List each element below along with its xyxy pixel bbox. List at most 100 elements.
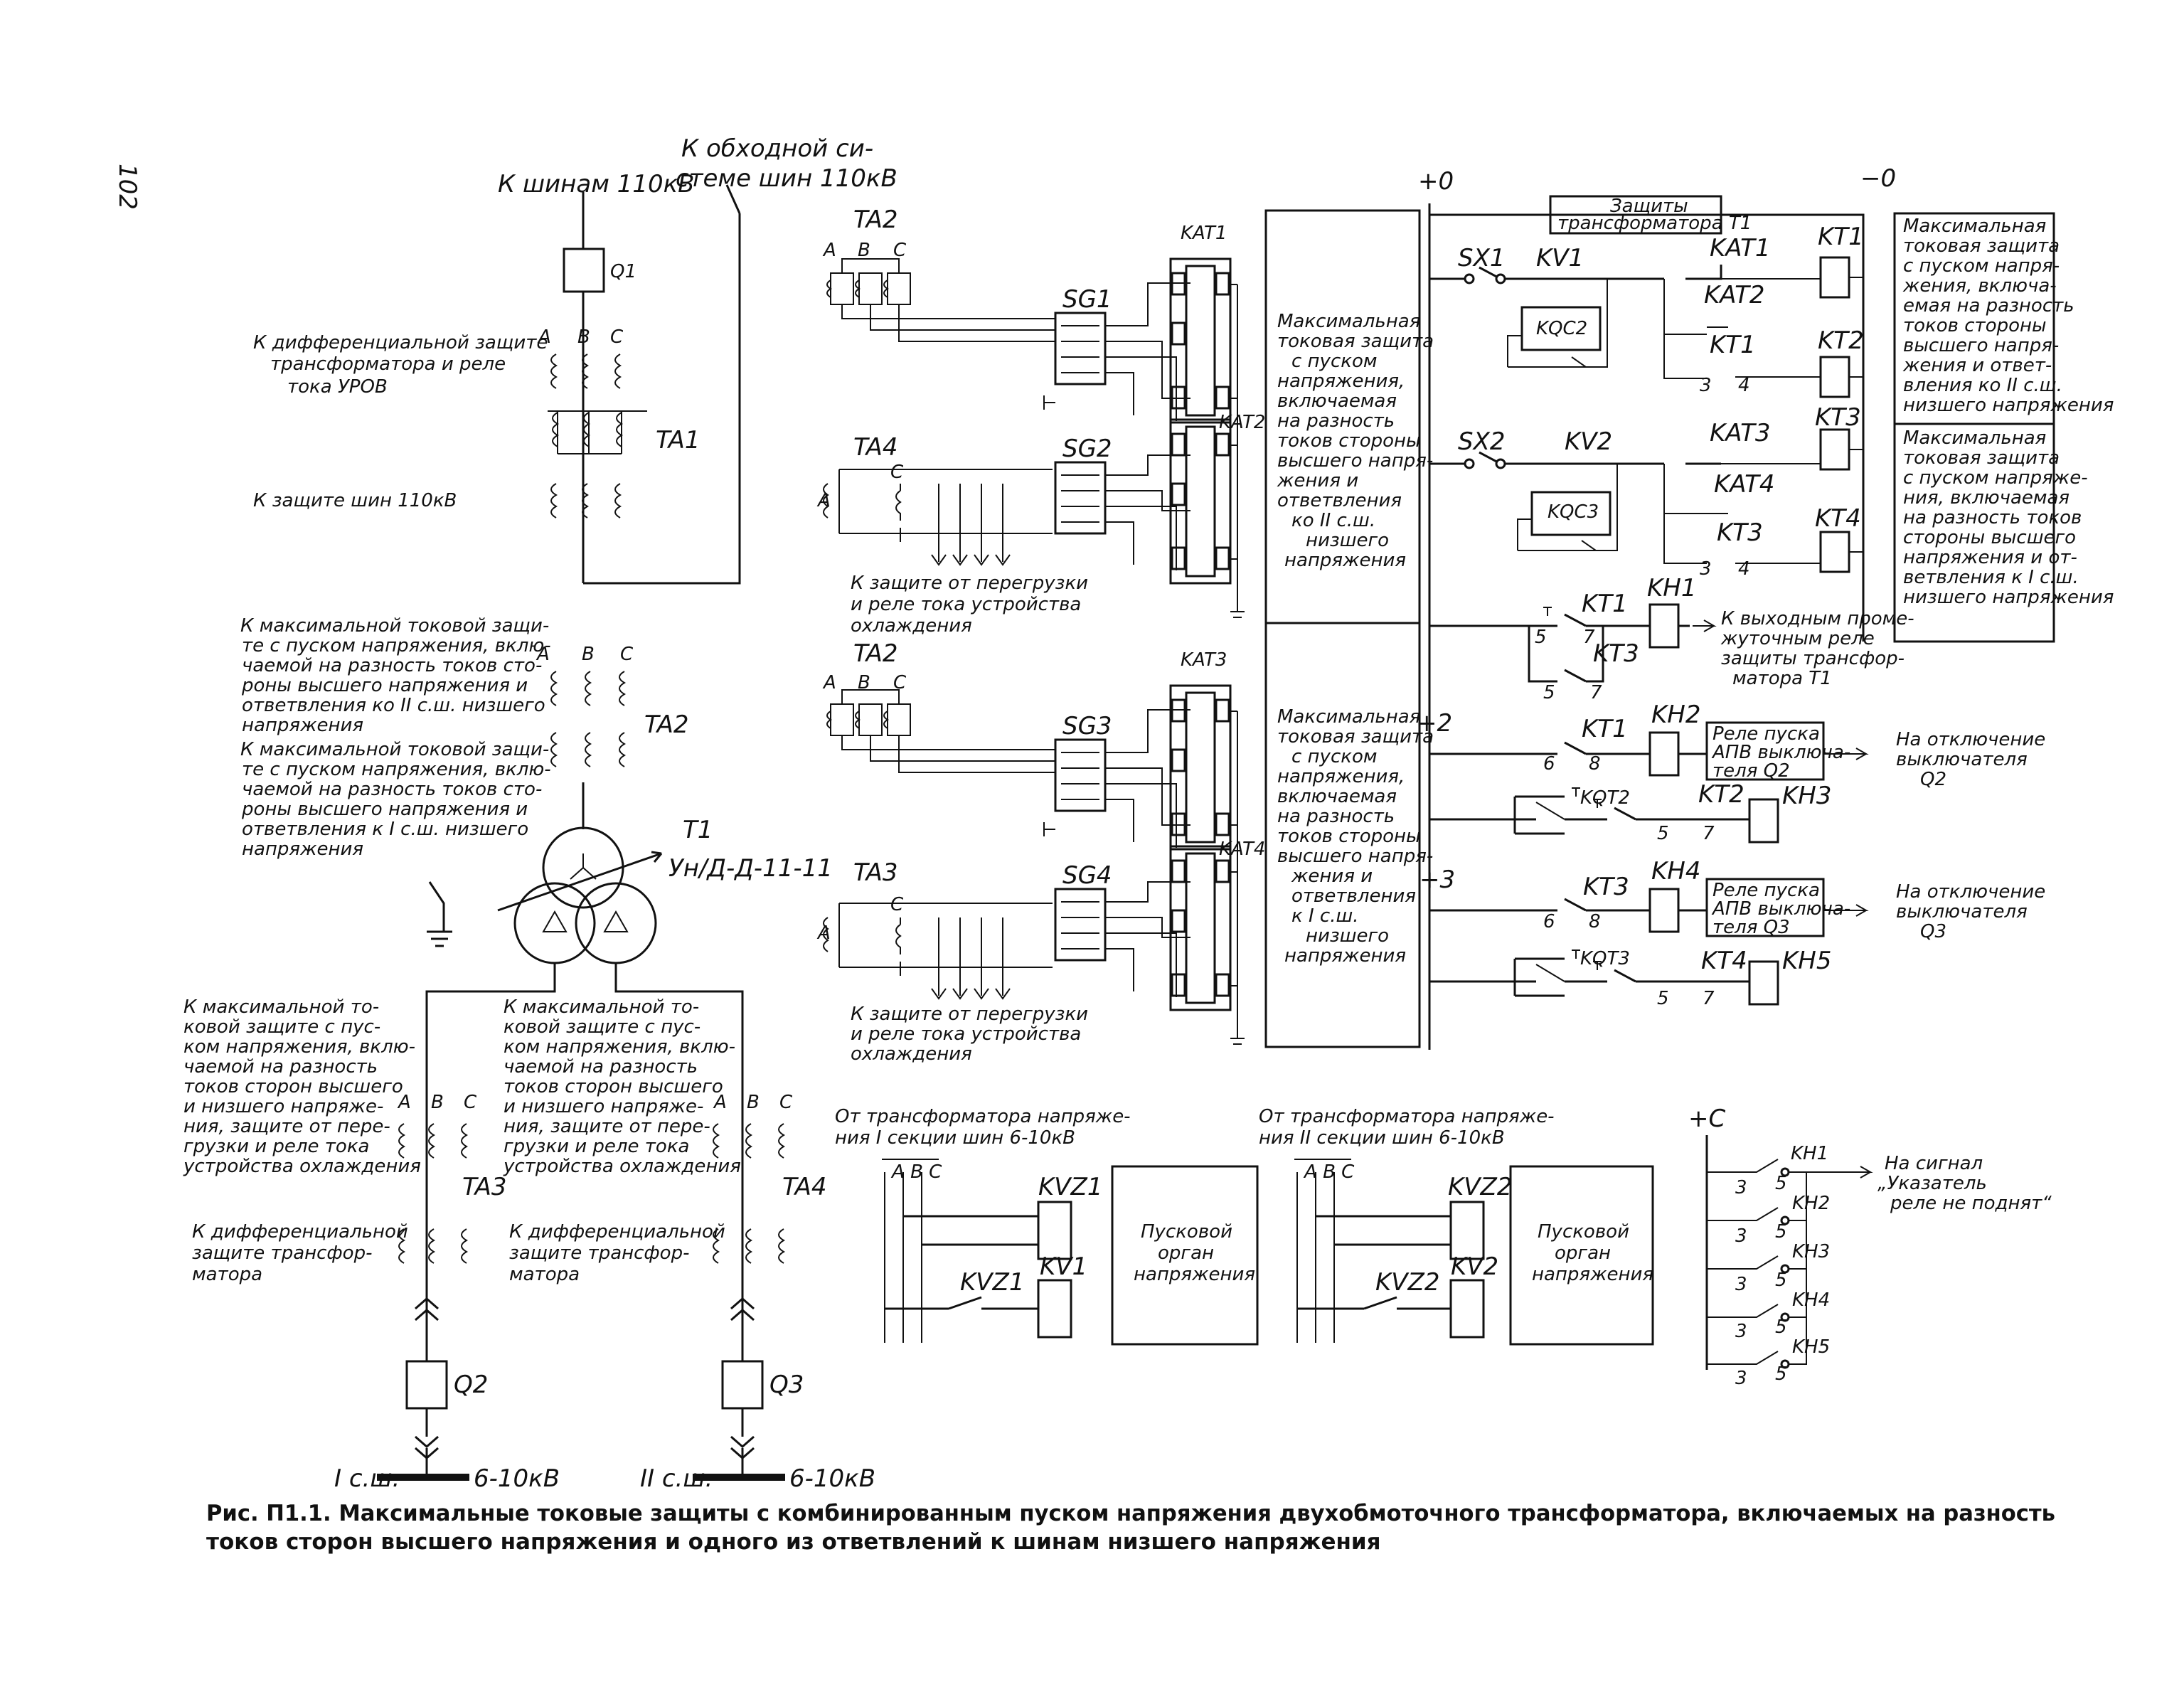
abc-1: A B C (890, 1161, 942, 1183)
diff-note-2: трансформатора и реле (270, 353, 506, 375)
q2-label: Q2 (454, 1371, 488, 1399)
svg-text:низшего напряжения: низшего напряжения (1903, 395, 2114, 416)
right-box-2: Максимальная токовая защита с пуском нап… (1893, 422, 2114, 643)
sg4-label: SG4 (1062, 861, 1112, 890)
protection-box-2: Максимальная токовая защита с пуском нап… (1264, 622, 1434, 1048)
ta1-label: TA1 (656, 426, 701, 454)
signal-circuit (1705, 1135, 1873, 1370)
svg-text:те с пуском напряжения, вклю-: те с пуском напряжения, вклю- (242, 759, 551, 780)
svg-text:ния II секции шин 6-10кВ: ния II секции шин 6-10кВ (1259, 1127, 1505, 1149)
svg-text:жения и: жения и (1277, 470, 1358, 491)
sig-n5-3: 5 (1775, 1270, 1787, 1291)
off-q3-1: На отключение (1896, 881, 2045, 903)
svg-text:К дифференциальной: К дифференциальной (192, 1221, 408, 1243)
svg-text:ния, защите от пере-: ния, защите от пере- (504, 1116, 710, 1137)
svg-text:устройства охлаждения: устройства охлаждения (183, 1156, 421, 1177)
svg-text:ковой защите с пус-: ковой защите с пус- (183, 1016, 380, 1038)
ta2-upper-label: TA2 (853, 206, 898, 234)
svg-text:роны высшего напряжения и: роны высшего напряжения и (241, 799, 528, 820)
sig-n3-4: 3 (1735, 1321, 1747, 1342)
sg1-label: SG1 (1062, 285, 1112, 314)
apv-q3-1: Реле пуска (1712, 880, 1820, 901)
lower-left-diff-note: К дифференциальной защите трансфор- мато… (192, 1221, 408, 1285)
svg-text:жения, включа-: жения, включа- (1902, 275, 2057, 297)
kt3-row5: KT3 (1583, 873, 1629, 901)
prot-t1-2: трансформатора Т1 (1557, 213, 1752, 234)
kt1-row4: KT1 (1582, 715, 1628, 743)
caption-line-1: Рис. П1.1. Максимальные токовые защиты с… (206, 1501, 2055, 1526)
kat4-contact: KAT4 (1714, 470, 1774, 499)
feeder-lines (377, 1134, 785, 1481)
lower-mid-diff-note: К дифференциальной защите трансфор- мато… (509, 1221, 725, 1285)
kt3-contact: KT3 (1717, 518, 1763, 547)
kt4-row5: KT4 (1701, 947, 1747, 975)
svg-text:К максимальной то-: К максимальной то- (183, 996, 379, 1018)
test-blocks (1043, 282, 1190, 997)
svg-text:токовая защита: токовая защита (1903, 235, 2060, 257)
phase-c-3: C (464, 1092, 477, 1113)
ta2-main-label: TA2 (644, 711, 689, 739)
prot-t1-box (1549, 195, 1722, 235)
sig-n3-1: 3 (1735, 1177, 1747, 1198)
lower-mid-note: К максимальной то- ковой защите с пус- к… (503, 996, 741, 1177)
kv2-coil-lower: KV2 (1451, 1252, 1498, 1281)
svg-text:высшего напря-: высшего напря- (1277, 846, 1433, 867)
kqc2-label: KQC2 (1536, 318, 1587, 339)
ta2-lower-b: B (858, 672, 870, 693)
kh4-coil: KH4 (1651, 857, 1701, 885)
apv-q2-2: АПВ выключа- (1711, 742, 1850, 763)
ta3-upper-label: TA3 (853, 858, 898, 887)
svg-text:с пуском напряже-: с пуском напряже- (1903, 467, 2088, 489)
ta4-upper-a: A (816, 490, 831, 511)
kt4-coil: KT4 (1815, 504, 1861, 533)
svg-text:стороны высшего: стороны высшего (1903, 527, 2076, 548)
ta2-lower-c: C (893, 672, 907, 693)
svg-text:защите трансфор-: защите трансфор- (509, 1243, 689, 1264)
n5-b: 5 (1543, 682, 1555, 703)
svg-text:защите трансфор-: защите трансфор- (192, 1243, 372, 1264)
svg-text:токов стороны: токов стороны (1903, 315, 2047, 336)
svg-text:с пуском: с пуском (1291, 746, 1377, 767)
ta3-label: TA3 (462, 1173, 507, 1201)
svg-text:к I с.ш.: к I с.ш. (1291, 905, 1359, 927)
kat1-label: KAT1 (1181, 223, 1227, 244)
n7-d: 7 (1703, 988, 1715, 1009)
kv2-label: KV2 (1565, 427, 1612, 456)
main-line (582, 192, 741, 585)
svg-text:и низшего напряже-: и низшего напряже- (183, 1096, 383, 1117)
bus-protection-note: К защите шин 110кВ (253, 490, 457, 511)
n7-a: 7 (1583, 627, 1595, 648)
kt3-coil: KT3 (1815, 403, 1861, 432)
page-number: 102 (113, 164, 142, 210)
svg-text:ответвления: ответвления (1277, 490, 1402, 511)
phase-c-2: C (620, 644, 634, 665)
bypass-disconnector (725, 184, 741, 235)
kat3-contact: KAT3 (1710, 419, 1770, 447)
plus3-label: +3 (1419, 866, 1455, 894)
svg-text:с пуском напря-: с пуском напря- (1903, 255, 2060, 277)
n6-b: 6 (1543, 911, 1555, 932)
sig-kh5: KH5 (1792, 1336, 1830, 1358)
svg-text:матора: матора (509, 1264, 580, 1285)
plusc-label: +C (1688, 1105, 1725, 1133)
svg-text:От трансформатора напряже-: От трансформатора напряже- (835, 1106, 1131, 1127)
svg-text:ния, защите от пере-: ния, защите от пере- (183, 1116, 390, 1137)
logic-row-2 (1429, 428, 1863, 573)
abc-2: A B C (1303, 1161, 1355, 1183)
kvz1-contact: KVZ1 (960, 1268, 1024, 1297)
phase-a-3: A (397, 1092, 411, 1113)
phase-b-2: B (582, 644, 595, 665)
transformer-t1 (425, 782, 744, 1134)
kqt2-label: KQT2 (1580, 787, 1630, 809)
svg-text:чаемой на разность: чаемой на разность (504, 1056, 698, 1078)
bypass-label-2: стеме шин 110кВ (676, 164, 897, 193)
svg-text:К максимальной то-: К максимальной то- (504, 996, 699, 1018)
svg-text:матора Т1: матора Т1 (1732, 668, 1832, 689)
ta4-label: TA4 (782, 1173, 827, 1201)
sig-kh4: KH4 (1792, 1289, 1830, 1311)
svg-text:ответвления ко II с.ш. низшего: ответвления ко II с.ш. низшего (242, 695, 545, 716)
svg-text:и реле тока устройства: и реле тока устройства (851, 1023, 1081, 1045)
kh2-coil: KH2 (1651, 701, 1701, 729)
logic-row-1 (1429, 256, 1863, 398)
phase-a-4: A (713, 1092, 727, 1113)
